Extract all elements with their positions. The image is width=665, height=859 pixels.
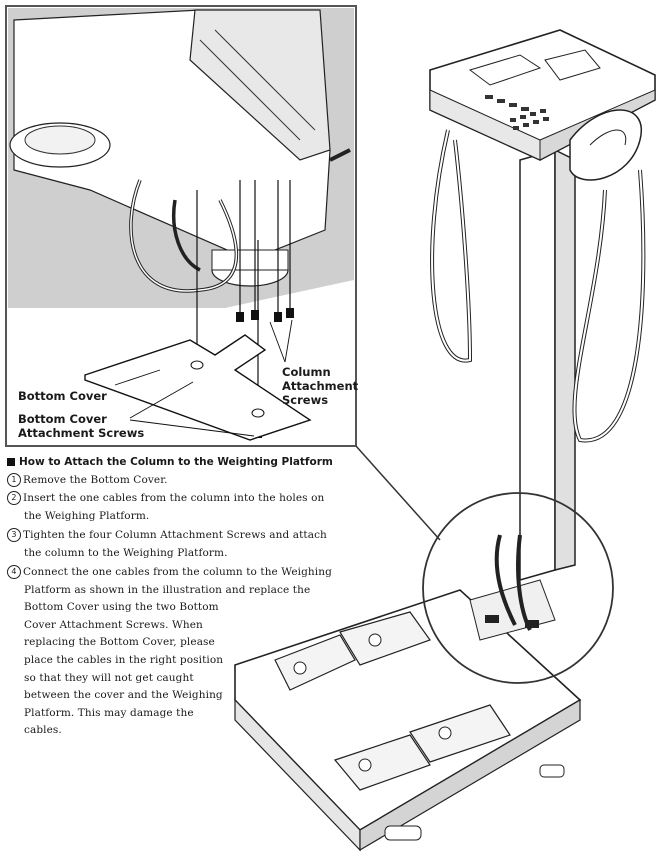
step-line: cables. <box>24 724 62 737</box>
callout-line <box>355 445 441 541</box>
bottom-cover-text: Bottom Cover <box>18 389 107 403</box>
step-line: the Weighing Platform. <box>24 509 150 522</box>
section-title: How to Attach the Column to the Weightin… <box>19 456 333 468</box>
step-number: 3 <box>7 528 21 542</box>
step-line: Insert the one cables from the column in… <box>23 492 325 504</box>
bottom-cover-screws-line-2: Attachment Screws <box>18 426 145 440</box>
zoom-circle <box>422 492 614 684</box>
column-screws-line-2: Attachment <box>282 379 359 393</box>
step-line: Platform as shown in the illustration an… <box>24 583 311 596</box>
step-line: Cover Attachment Screws. When <box>24 618 203 631</box>
step-line: between the cover and the Weighing <box>24 689 223 702</box>
step-number: 4 <box>7 565 21 579</box>
bullet-square-icon <box>7 458 15 466</box>
section-heading: How to Attach the Column to the Weightin… <box>7 456 333 468</box>
step-line: Remove the Bottom Cover. <box>23 474 168 486</box>
step-line: Tighten the four Column Attachment Screw… <box>23 529 327 541</box>
step-line: Platform. This may damage the <box>24 706 194 719</box>
step-line: Connect the one cables from the column t… <box>23 566 332 578</box>
column-screws-line-1: Column <box>282 365 331 379</box>
step-line: Bottom Cover using the two Bottom <box>24 601 219 614</box>
column-screws-line-3: Screws <box>282 393 329 407</box>
column-screws-label: Column Attachment Screws <box>282 365 358 407</box>
weighing-platform-illustration <box>234 589 582 852</box>
console-head-illustration <box>429 29 656 181</box>
bottom-cover-screws-label: Bottom Cover Attachment Screws <box>18 412 144 440</box>
step-line: place the cables in the right position <box>24 653 224 666</box>
step-line: replacing the Bottom Cover, please <box>24 636 215 649</box>
step-line: the column to the Weighing Platform. <box>24 546 228 559</box>
step-number: 1 <box>7 473 21 487</box>
bottom-cover-screws-line-1: Bottom Cover <box>18 412 107 426</box>
inset-detail-illustration <box>5 5 357 447</box>
step-line: so that they will not get caught <box>24 671 194 684</box>
bottom-cover-label: Bottom Cover <box>18 389 107 403</box>
column-illustration <box>430 129 646 581</box>
step-number: 2 <box>7 491 21 505</box>
